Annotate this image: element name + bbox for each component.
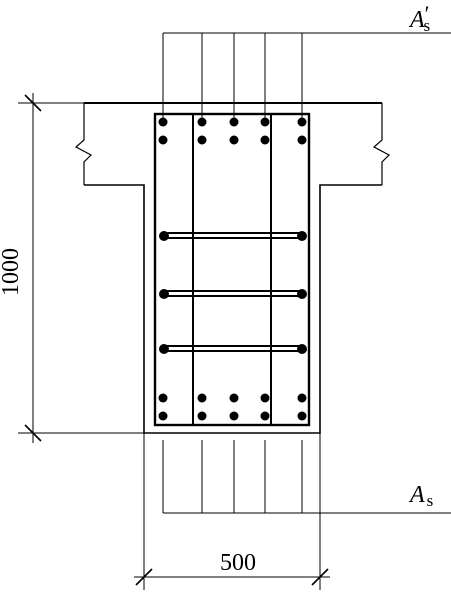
outer-stirrup [153,112,311,427]
top-bars [158,117,307,145]
left-break-line [74,103,92,185]
concrete-outline [74,102,390,434]
top-steel-symbol: A [408,7,425,33]
top-steel-subscript: s [423,16,430,35]
width-tick-left [135,568,153,586]
width-tick-right [311,568,329,586]
top-steel-prime: ′ [425,1,430,26]
tie-bars [164,232,302,352]
bottom-bars [158,393,307,421]
bottom-steel-symbol: A [408,482,425,508]
top-steel-leaders [162,32,451,118]
height-dimension-label: 1000 [0,248,24,296]
bottom-steel-leaders [162,440,451,514]
width-dimension-label: 500 [220,550,256,576]
height-tick-top [24,94,42,112]
top-steel-label: A′s [408,1,430,35]
inner-stirrup [192,113,272,426]
side-bars [159,231,307,354]
height-dimension [18,93,144,443]
web-outline [84,184,382,434]
height-tick-bottom [24,424,42,442]
width-dimension [134,433,330,590]
bottom-steel-subscript: s [427,491,434,510]
right-break-line [372,103,390,185]
stirrups [153,112,311,427]
